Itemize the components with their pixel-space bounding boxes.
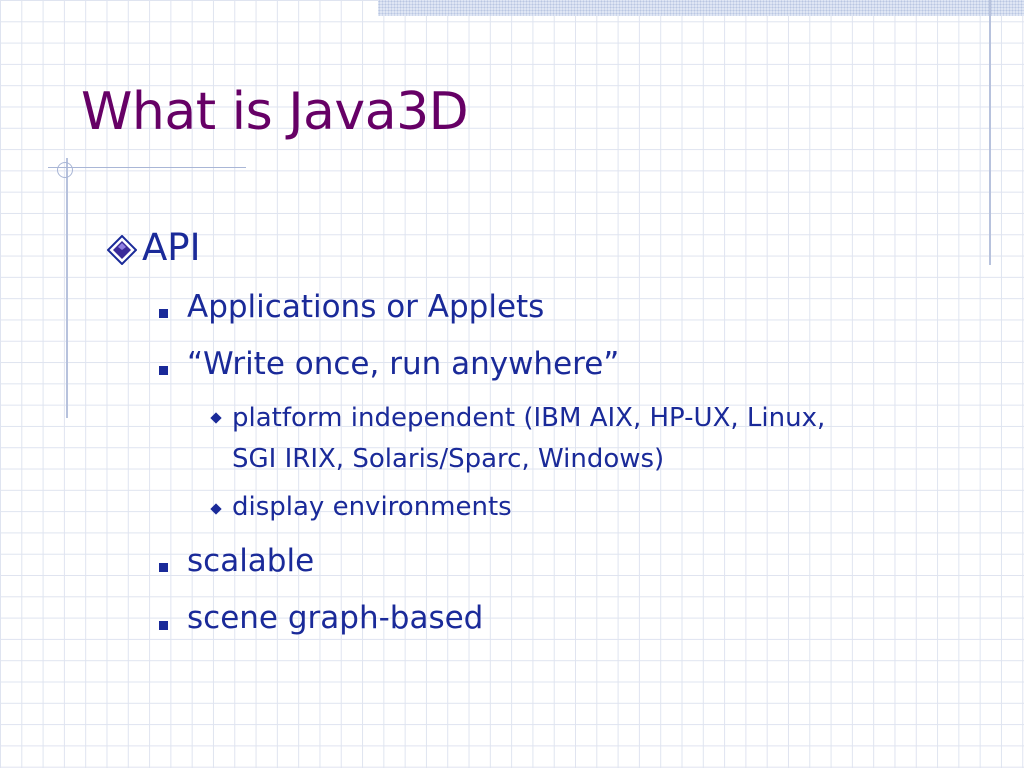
slide-title: What is Java3D bbox=[81, 82, 469, 142]
bullet-api: API bbox=[142, 226, 201, 269]
square-bullet-icon bbox=[159, 366, 168, 375]
bullet-scalable: scalable bbox=[187, 543, 315, 579]
square-bullet-icon bbox=[159, 309, 168, 318]
decorative-top-band bbox=[378, 0, 1024, 16]
bullet-applications: Applications or Applets bbox=[187, 289, 545, 325]
decorative-circle-mark bbox=[57, 162, 73, 178]
square-bullet-icon bbox=[159, 621, 168, 630]
small-diamond-bullet-icon bbox=[210, 503, 222, 515]
decorative-right-rule bbox=[989, 0, 991, 265]
bullet-scene-graph: scene graph-based bbox=[187, 600, 484, 636]
bullet-display-environments: display environments bbox=[232, 492, 512, 522]
bullet-platform-independent-line1: platform independent (IBM AIX, HP-UX, Li… bbox=[232, 403, 826, 433]
diamond-bullet-icon bbox=[106, 234, 138, 266]
square-bullet-icon bbox=[159, 563, 168, 572]
title-underline-rule bbox=[48, 167, 246, 168]
bullet-platform-independent-line2: SGI IRIX, Solaris/Sparc, Windows) bbox=[232, 444, 665, 474]
bullet-write-once: “Write once, run anywhere” bbox=[187, 346, 620, 382]
decorative-left-rule bbox=[66, 158, 68, 418]
small-diamond-bullet-icon bbox=[210, 412, 222, 424]
